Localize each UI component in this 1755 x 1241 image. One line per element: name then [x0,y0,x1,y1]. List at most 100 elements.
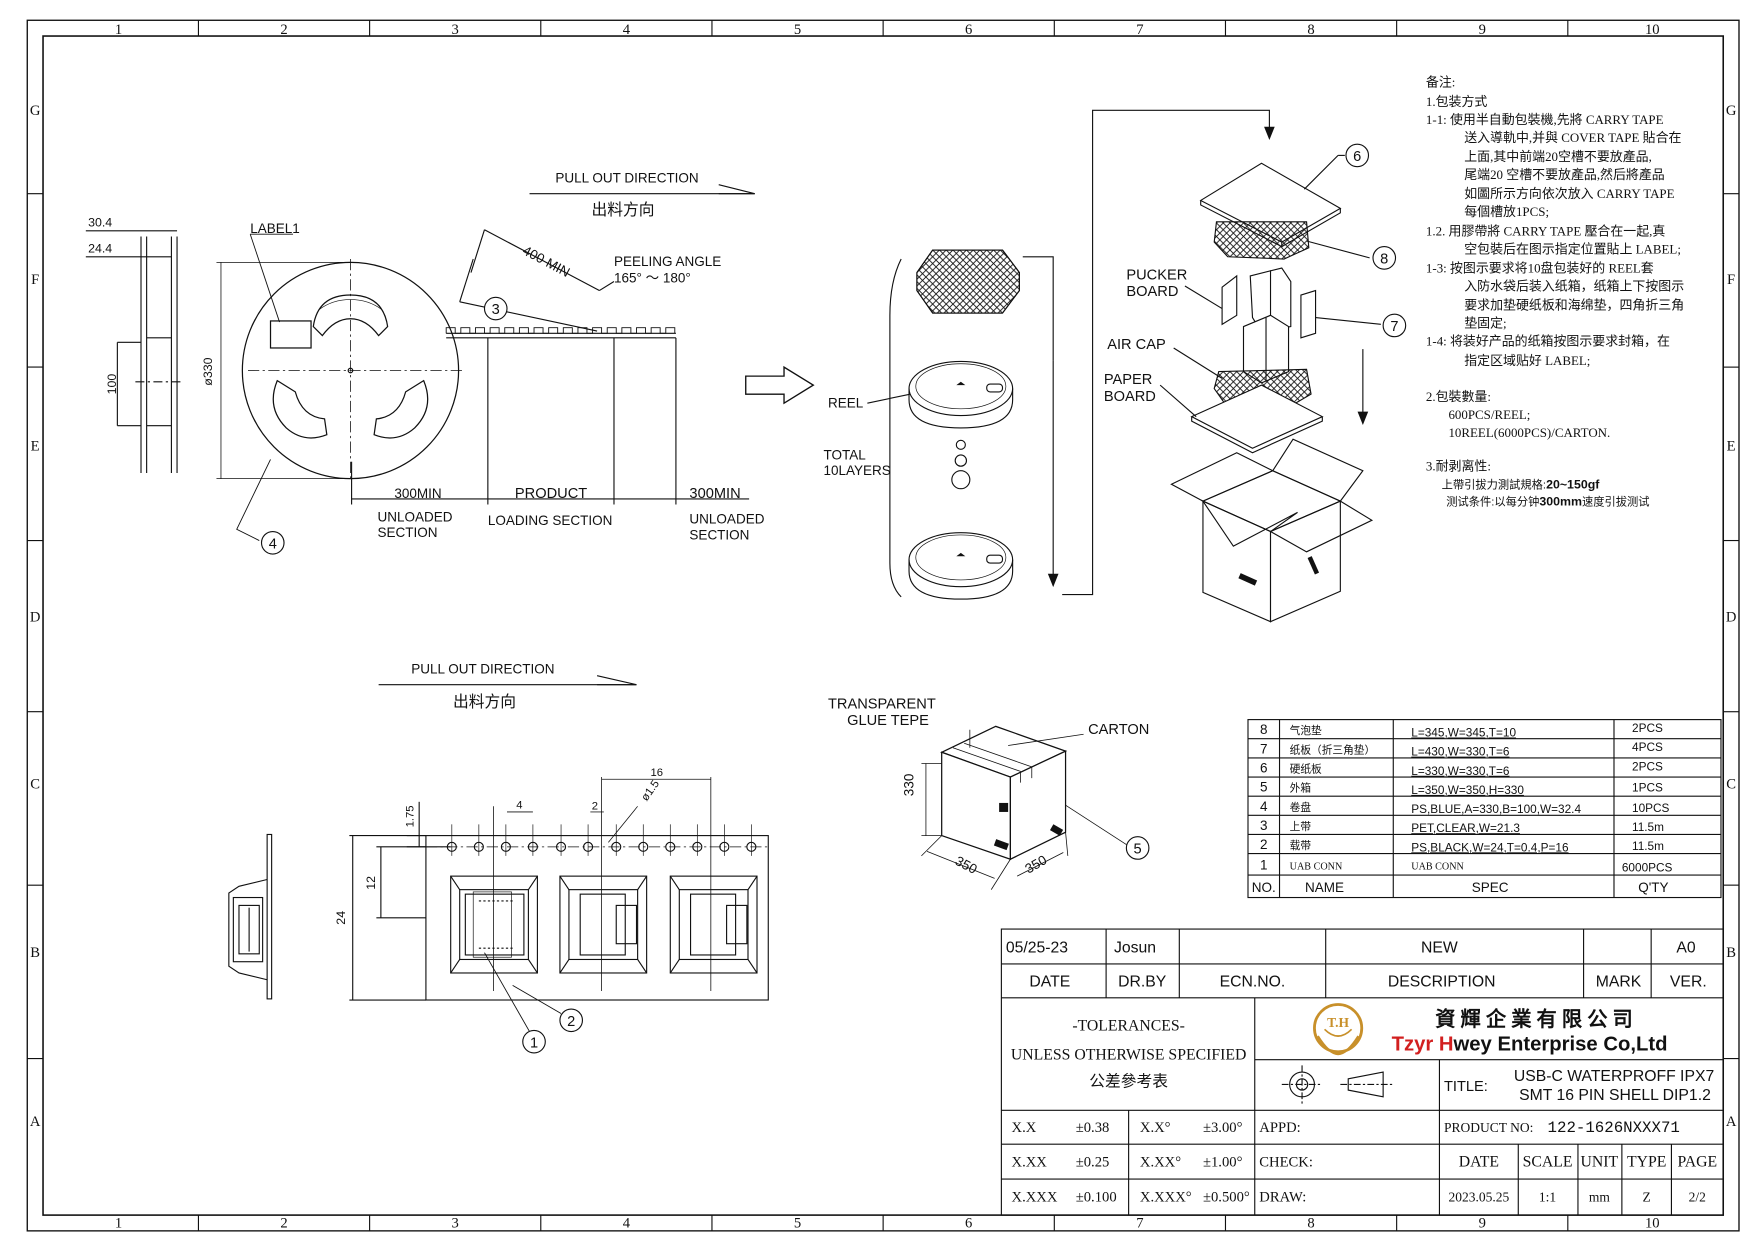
tol-row: ±1.00° [1203,1155,1243,1171]
exploded-carton [1159,154,1381,623]
reel-label: REEL [828,396,864,411]
section-right: SECTION [689,527,749,542]
tol-row: ±0.25 [1076,1155,1110,1171]
bom-row: 7 纸板（折三角垫） L=430,W=330,T=6 4PCS [1260,740,1663,759]
product-no-value: 122-1626NXXX71 [1548,1119,1680,1137]
col-label: 3 [452,1215,459,1231]
sprocket-holes [446,824,757,856]
tb-desc-value: NEW [1421,940,1458,957]
svg-text:10PCS: 10PCS [1632,801,1670,815]
col-label: 8 [1307,22,1314,38]
pull-out-cn: 出料方向 [453,693,516,711]
unloaded-left: UNLOADED [377,509,452,524]
peeling-angle-value: 165° ～ 180° [614,271,691,286]
col-label: 9 [1479,22,1486,38]
title-label: TITLE: [1444,1079,1488,1095]
tb-page-header: PAGE [1677,1154,1717,1171]
svg-text:8: 8 [1260,722,1268,737]
pockets [450,875,758,974]
callout-3 [483,296,508,321]
notes-heading: 备注: [1426,75,1455,90]
product-no-label: PRODUCT NO: [1444,1120,1533,1135]
bom-row: 4 卷盘 PS,BLUE,A=330,B=100,W=32.4 10PCS [1260,799,1670,816]
notes-line: 1-1: 使用半自動包裝機,先將 CARRY TAPE [1426,112,1664,127]
tol-row: ±3.00° [1203,1120,1243,1136]
row-label: D [30,610,41,626]
notes-line: 送入導軌中,并與 COVER TAPE 貼合在 [1464,130,1681,145]
tb-scale-header: SCALE [1523,1154,1573,1171]
notes-line: 如圖所示方向依次放入 CARRY TAPE [1464,186,1674,201]
svg-text:UAB CONN: UAB CONN [1411,861,1464,872]
svg-text:5: 5 [1260,780,1268,795]
col-label: 1 [115,1215,122,1231]
peeling-angle-label: PEELING ANGLE [614,254,721,269]
loading-section: LOADING SECTION [488,513,613,528]
svg-text:2: 2 [1260,837,1268,852]
pull-out-en: PULL OUT DIRECTION [411,661,554,676]
tol-row: X.X° [1140,1120,1171,1136]
callout-6 [1345,143,1370,168]
title-line-1: USB-C WATERPROFF IPX7 [1514,1068,1714,1085]
dim-300min-left: 300MIN [394,486,441,501]
bom-table [1247,719,1722,899]
label1-text: LABEL1 [250,221,300,236]
col-label: 6 [965,1215,972,1231]
appd-label: APPD: [1259,1120,1300,1136]
callout-1 [522,1029,546,1054]
tb-page-value: 2/2 [1689,1190,1706,1205]
row-label: D [1726,610,1737,626]
tol-row: X.X [1012,1120,1037,1136]
svg-text:气泡垫: 气泡垫 [1290,724,1322,737]
company-logo: T.H [1313,1003,1364,1056]
col-label: 10 [1645,22,1660,38]
tolerances-cn: 公差參考表 [1089,1073,1168,1091]
projection-symbol [1281,1065,1393,1104]
dim-24-4: 24.4 [88,241,112,255]
paper-board-1: PAPER [1104,372,1153,388]
svg-text:UAB CONN: UAB CONN [1290,861,1343,872]
tb-ver-value: A0 [1676,940,1696,957]
transparent-label-1: TRANSPARENT [828,696,936,712]
svg-text:L=350,W=350,H=330: L=350,W=350,H=330 [1411,783,1524,797]
callout-num: 5 [1134,842,1142,858]
transparent-label-2: GLUE TEPE [847,713,929,729]
dim-1-75: 1.75 [405,805,417,827]
tol-row: X.XXX [1012,1190,1058,1206]
product-label: PRODUCT [515,486,587,502]
tb-type-header: TYPE [1627,1154,1666,1171]
tb-date-value: 05/25-23 [1006,940,1068,957]
callout-num: 6 [1353,149,1361,165]
notes-line: 垫固定; [1464,316,1506,331]
notes-peel: 测试条件:以每分钟300mm速度引拔测试 [1446,495,1649,509]
air-cap-label: AIR CAP [1107,337,1166,353]
svg-text:纸板（折三角垫）: 纸板（折三角垫） [1290,743,1376,756]
col-label: 2 [280,22,287,38]
tb-unit-value: mm [1589,1190,1611,1205]
reel-side-view [85,230,181,473]
svg-text:PS,BLACK,W=24,T=0.4,P=16: PS,BLACK,W=24,T=0.4,P=16 [1411,840,1569,854]
notes-line: 1-3: 按图示要求将10盘包装好的 REEL套 [1426,261,1654,276]
dim-2: 2 [592,801,598,813]
notes-s1: 1.包装方式 [1426,94,1488,109]
bom-row: 6 硬纸板 L=330,W=330,T=6 2PCS [1260,759,1663,778]
section-left: SECTION [377,525,437,540]
carrier-tape [349,777,769,1032]
notes-line: 上面,其中前端20空槽不要放產品, [1464,149,1652,164]
col-label: 2 [280,1215,287,1231]
dim-4: 4 [516,800,522,812]
row-label: G [30,103,41,119]
row-label: B [30,945,40,961]
tb-ver-header: VER. [1670,973,1707,990]
dim-100: 100 [105,374,119,395]
row-label: E [31,438,40,454]
row-label: G [1726,103,1737,119]
col-label: 8 [1307,1215,1314,1231]
draw-label: DRAW: [1259,1190,1306,1206]
tb-mark-header: MARK [1596,973,1642,990]
svg-text:11.5m: 11.5m [1632,839,1664,853]
callout-5 [1125,836,1150,860]
bom-row: 5 外箱 L=350,W=350,H=330 1PCS [1260,780,1663,797]
notes-line: 要求加垫硬纸板和海绵垫，四角折三角 [1464,298,1684,313]
svg-text:卷盘: 卷盘 [1290,801,1312,814]
pull-out-en: PULL OUT DIRECTION [555,170,698,185]
